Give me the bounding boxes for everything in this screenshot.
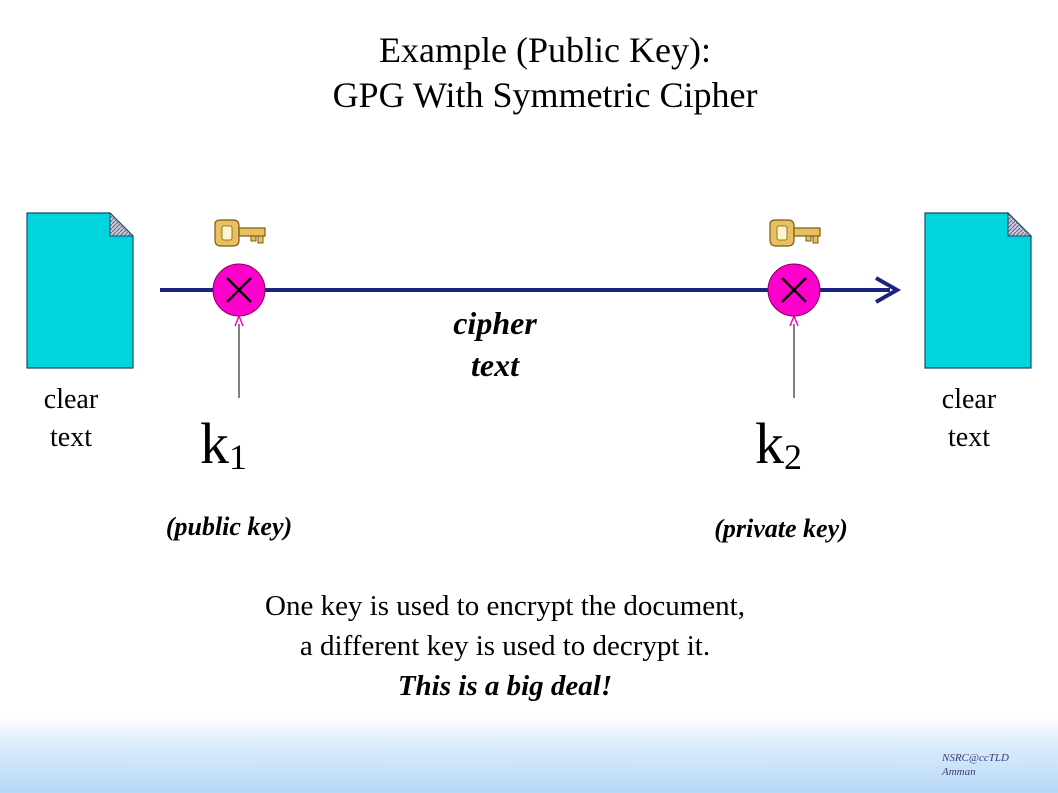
slide-title: Example (Public Key): GPG With Symmetric… — [100, 28, 990, 118]
slide-title-line2: GPG With Symmetric Cipher — [332, 75, 758, 115]
caption-line1: One key is used to encrypt the document, — [265, 590, 745, 622]
xor-operator-icon — [212, 263, 266, 317]
caption-line2: a different key is used to decrypt it. — [299, 630, 711, 662]
footer-credit-line2: Amman — [942, 766, 976, 778]
left-clear-text-line1: clear — [43, 384, 99, 415]
caption: One key is used to encrypt the document,… — [100, 586, 910, 706]
cipher-text-line1: cipher — [453, 305, 537, 341]
footer-gradient-band — [0, 718, 1058, 793]
key-icon — [769, 219, 821, 247]
slide-title-line1: Example (Public Key): — [379, 30, 711, 70]
left-clear-text-label: clear text — [11, 381, 131, 457]
key1-note: (public key) — [165, 512, 293, 541]
key1-subscript: 1 — [229, 437, 247, 477]
footer-credit-line1: NSRC@ccTLD — [942, 752, 1009, 764]
right-document-icon — [924, 211, 1033, 369]
xor-operator-icon — [767, 263, 821, 317]
key1-input-arrow — [234, 313, 244, 398]
key1-letter: k — [200, 411, 229, 476]
key2-subscript: 2 — [784, 437, 802, 477]
cipher-text-label: cipher text — [395, 302, 595, 386]
key2-symbol: k2 — [755, 414, 802, 487]
right-clear-text-line2: text — [948, 422, 990, 453]
left-document-icon — [26, 211, 135, 369]
right-clear-text-label: clear text — [909, 381, 1029, 457]
key2-input-arrow — [789, 313, 799, 398]
key2-note: (private key) — [714, 514, 848, 543]
key-icon — [214, 219, 266, 247]
left-clear-text-line2: text — [50, 422, 92, 453]
key2-letter: k — [755, 411, 784, 476]
caption-emphasis: This is a big deal! — [397, 670, 613, 702]
footer-credit: NSRC@ccTLD Amman — [942, 751, 1009, 779]
key1-symbol: k1 — [200, 414, 247, 487]
cipher-text-line2: text — [471, 347, 519, 383]
right-clear-text-line1: clear — [941, 384, 997, 415]
